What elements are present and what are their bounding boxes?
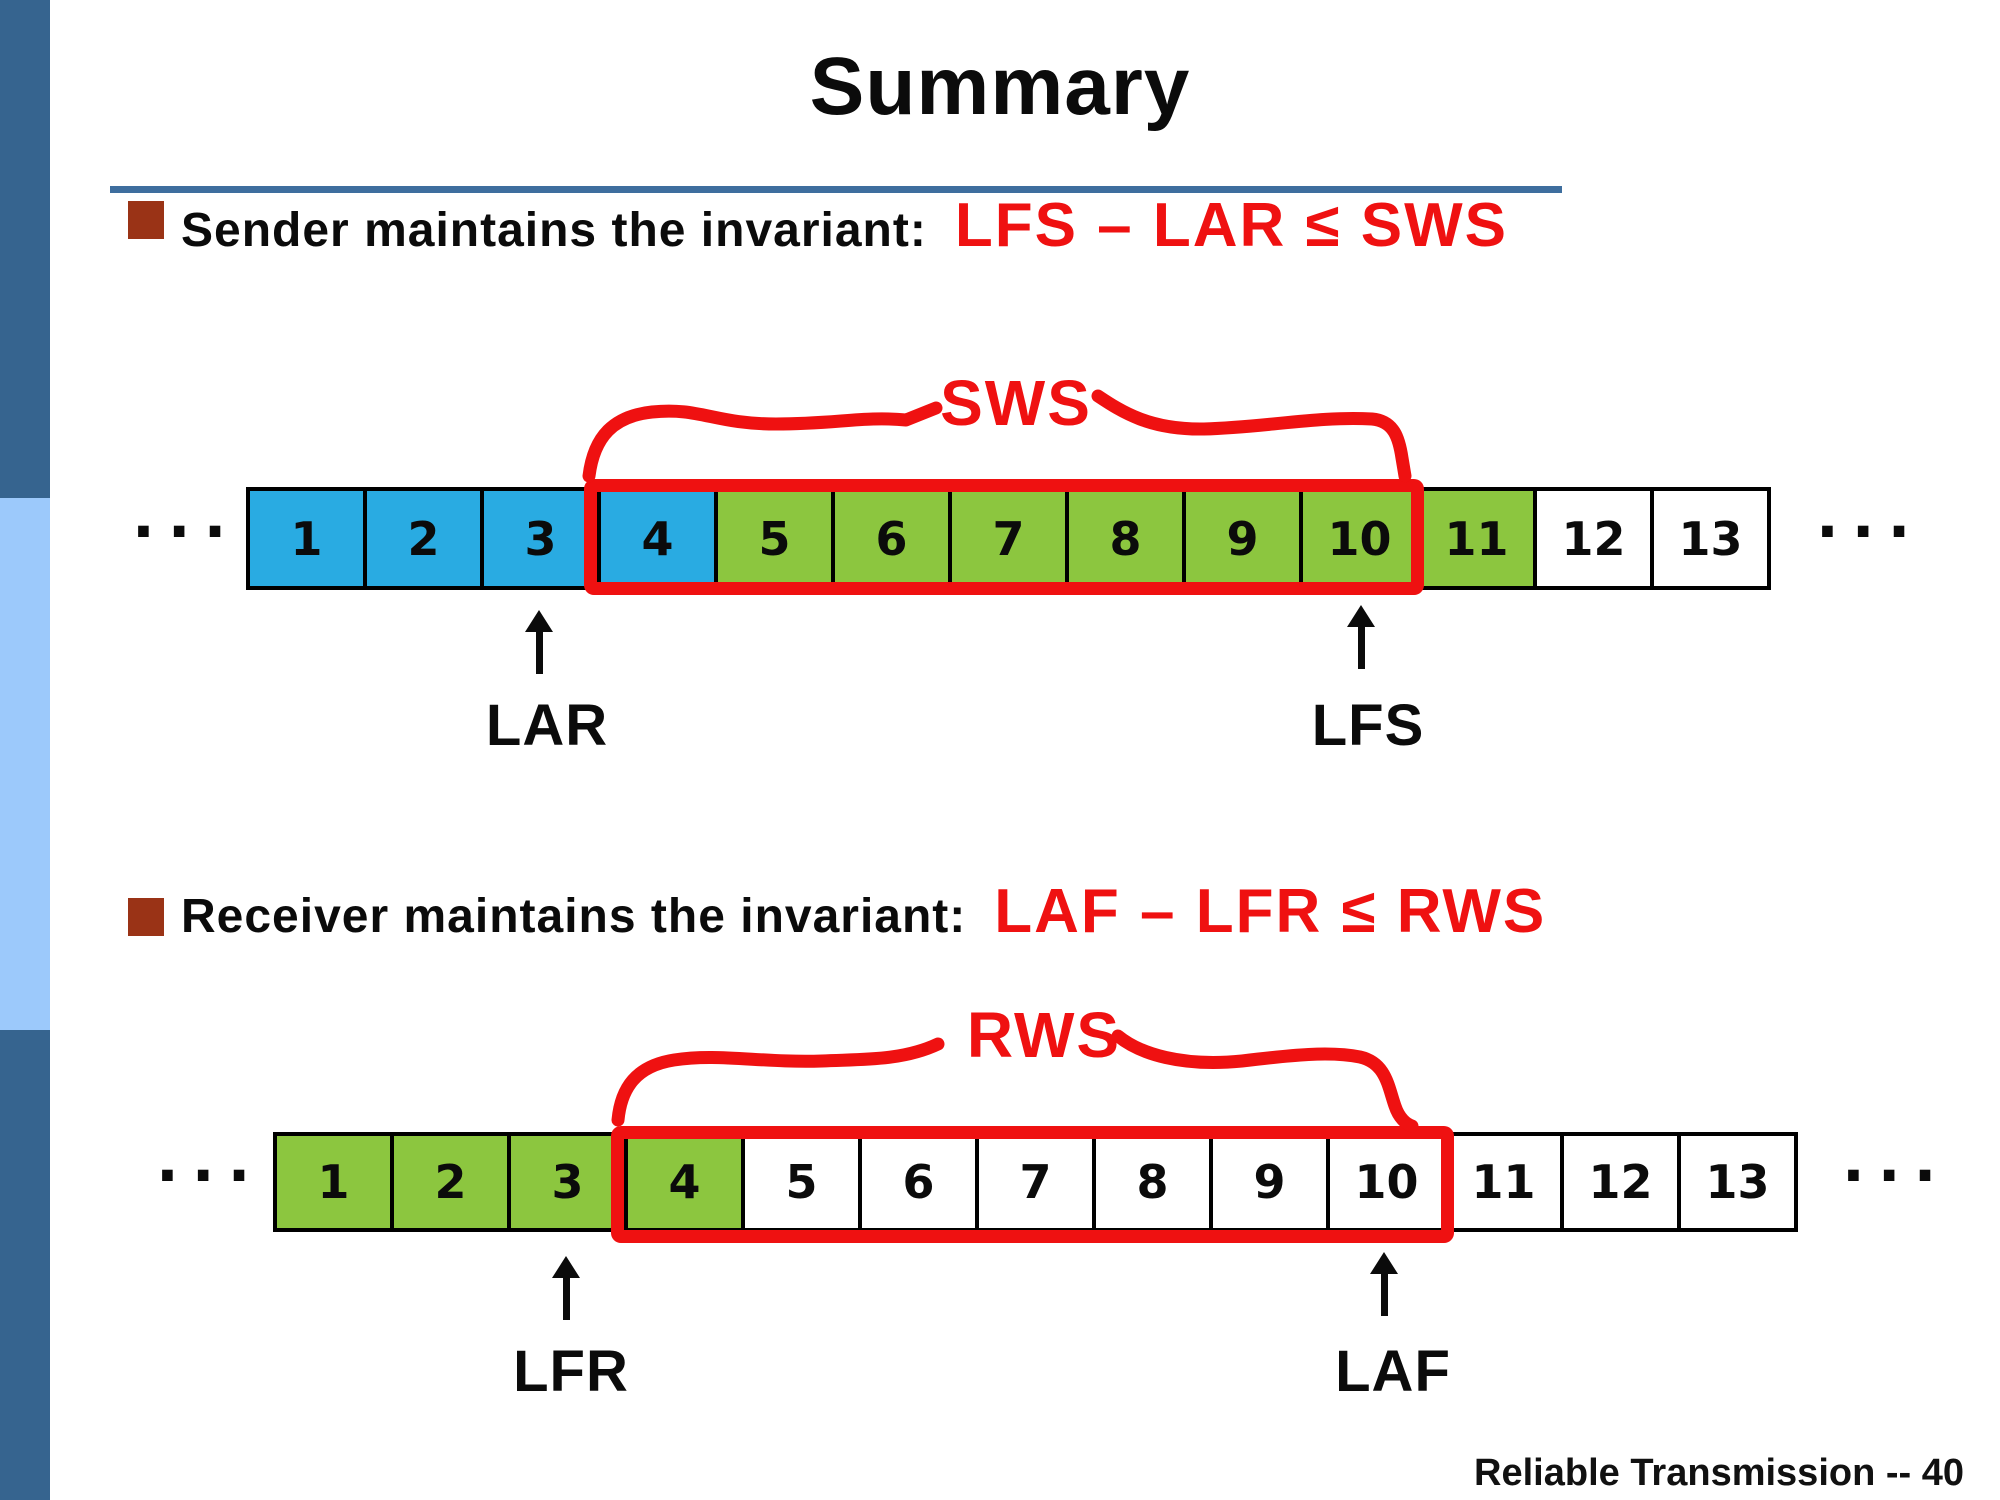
lfr-label: LFR bbox=[513, 1339, 629, 1404]
bullet-sender-text: Sender maintains the invariant: bbox=[181, 204, 927, 257]
laf-arrow-icon bbox=[1369, 1252, 1399, 1316]
sender-cell-12: 12 bbox=[1533, 487, 1654, 590]
footer-text: Reliable Transmission -- 40 bbox=[1474, 1452, 1964, 1494]
laf-arrowhead-icon bbox=[1370, 1252, 1398, 1274]
sender-ellipsis-right: ... bbox=[1816, 482, 1924, 552]
lfr-arrowhead-icon bbox=[552, 1256, 580, 1278]
lfr-arrow-icon bbox=[551, 1256, 581, 1320]
bullet-sender-formula: LFS – LAR ≤ SWS bbox=[954, 191, 1508, 260]
sidebar-band-top bbox=[0, 0, 50, 498]
bullet-receiver-text: Receiver maintains the invariant: bbox=[181, 890, 967, 943]
receiver-cell-9: 9 bbox=[1209, 1132, 1330, 1232]
receiver-cell-5: 5 bbox=[741, 1132, 862, 1232]
sender-cell-4: 4 bbox=[597, 487, 718, 590]
lfs-label: LFS bbox=[1311, 693, 1425, 758]
lar-arrowhead-icon bbox=[525, 610, 553, 632]
sender-cell-10: 10 bbox=[1299, 487, 1420, 590]
sender-ellipsis-left: ... bbox=[132, 482, 240, 552]
sender-cell-5: 5 bbox=[714, 487, 835, 590]
bullet-sender: Sender maintains the invariant: LFS – LA… bbox=[181, 190, 1508, 261]
lfs-arrow-icon bbox=[1346, 605, 1376, 669]
sender-cell-9: 9 bbox=[1182, 487, 1303, 590]
lfs-arrowhead-icon bbox=[1347, 605, 1375, 627]
receiver-cell-12: 12 bbox=[1560, 1132, 1681, 1232]
sender-cell-6: 6 bbox=[831, 487, 952, 590]
receiver-cell-10: 10 bbox=[1326, 1132, 1447, 1232]
sidebar-band-middle bbox=[0, 498, 50, 1030]
sws-brace-left bbox=[582, 401, 943, 483]
sender-cell-2: 2 bbox=[363, 487, 484, 590]
sws-label: SWS bbox=[940, 367, 1092, 439]
title-underline bbox=[110, 186, 1562, 193]
receiver-cell-2: 2 bbox=[390, 1132, 511, 1232]
receiver-cell-11: 11 bbox=[1443, 1132, 1564, 1232]
rws-brace-left bbox=[611, 1037, 945, 1127]
lfr-arrow-stem bbox=[562, 1278, 570, 1320]
receiver-cell-13: 13 bbox=[1677, 1132, 1798, 1232]
receiver-cell-7: 7 bbox=[975, 1132, 1096, 1232]
bullet-marker-receiver bbox=[128, 898, 164, 936]
sender-cell-7: 7 bbox=[948, 487, 1069, 590]
receiver-cell-4: 4 bbox=[624, 1132, 745, 1232]
receiver-ellipsis-left: ... bbox=[156, 1126, 264, 1196]
receiver-cell-8: 8 bbox=[1092, 1132, 1213, 1232]
lar-label: LAR bbox=[485, 693, 609, 758]
sender-cell-1: 1 bbox=[246, 487, 367, 590]
lfs-arrow-stem bbox=[1357, 627, 1365, 669]
sender-cell-8: 8 bbox=[1065, 487, 1186, 590]
rws-brace-right bbox=[1111, 1029, 1419, 1133]
receiver-cell-1: 1 bbox=[273, 1132, 394, 1232]
bullet-receiver: Receiver maintains the invariant: LAF – … bbox=[181, 876, 1546, 947]
bullet-marker-sender bbox=[128, 201, 164, 239]
laf-label: LAF bbox=[1335, 1339, 1451, 1404]
lar-arrow-stem bbox=[535, 632, 543, 674]
sender-cell-11: 11 bbox=[1416, 487, 1537, 590]
sender-cell-13: 13 bbox=[1650, 487, 1771, 590]
receiver-cell-3: 3 bbox=[507, 1132, 628, 1232]
sender-cell-3: 3 bbox=[480, 487, 601, 590]
rws-label: RWS bbox=[966, 999, 1122, 1071]
receiver-ellipsis-right: ... bbox=[1842, 1126, 1950, 1196]
sidebar-band-bottom bbox=[0, 1030, 50, 1500]
sws-brace-right bbox=[1091, 389, 1412, 483]
lar-arrow-icon bbox=[524, 610, 554, 674]
bullet-receiver-formula: LAF – LFR ≤ RWS bbox=[994, 877, 1547, 946]
laf-arrow-stem bbox=[1380, 1274, 1388, 1316]
page-title: Summary bbox=[809, 41, 1191, 132]
receiver-cell-6: 6 bbox=[858, 1132, 979, 1232]
